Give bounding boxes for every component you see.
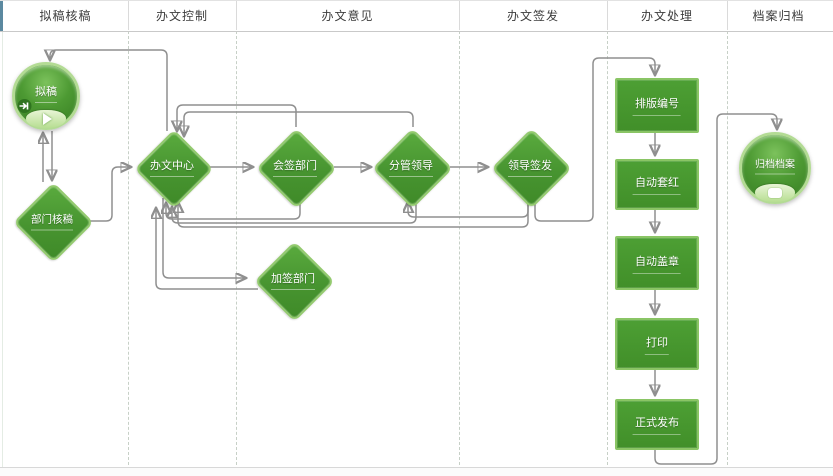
- connector-extrasign-to-center: [156, 209, 258, 290]
- connector-leadercharge-to-center-top: [184, 111, 414, 135]
- stop-icon: [768, 188, 782, 198]
- connector-leadercharge-return-bottom: [172, 200, 417, 224]
- connector-deptreview-to-center: [90, 167, 130, 222]
- node-leader-sign-label: 领导签发: [508, 157, 552, 177]
- lane-separator-5: [727, 31, 728, 465]
- lane-separator-2: [236, 31, 237, 465]
- bottom-strip: [0, 467, 833, 476]
- lane-title-archive: 档案归档: [752, 9, 805, 23]
- connector-countersign-to-center-top: [177, 104, 297, 130]
- enter-icon: [17, 99, 32, 113]
- connector-leadersign-to-center: [178, 200, 529, 228]
- connector-countersign-return-bottom: [166, 200, 301, 220]
- lane-title-doc-issue: 办文签发: [459, 1, 608, 30]
- node-leader-charge-label: 分管领导: [389, 157, 433, 177]
- lane-title-doc-control: 办文控制: [128, 1, 237, 30]
- draft-action-bump[interactable]: [26, 110, 66, 128]
- lane-header: 拟稿核稿 办文控制 办文意见 办文签发 办文处理 档案归档: [0, 1, 833, 32]
- step-print-label: 打印: [646, 334, 668, 355]
- node-step-typeset-number[interactable]: 排版编号: [615, 78, 699, 133]
- node-step-auto-stamp[interactable]: 自动盖章: [615, 236, 699, 290]
- node-archive-label: 归档档案: [755, 156, 795, 175]
- lane-title-doc-opinion: 办文意见: [236, 1, 460, 30]
- step-auto-stamp-label: 自动盖章: [635, 253, 679, 274]
- node-step-official-publish[interactable]: 正式发布: [615, 399, 699, 450]
- archive-action-bump[interactable]: [755, 184, 795, 202]
- lane-separator-1: [128, 31, 129, 465]
- play-icon: [42, 113, 52, 125]
- connector-leadersign-to-leadercharge: [408, 200, 529, 218]
- lane-separator-4: [607, 31, 608, 465]
- node-step-auto-red-header[interactable]: 自动套红: [615, 159, 699, 210]
- node-dept-review-label: 部门核稿: [31, 212, 73, 231]
- node-step-print[interactable]: 打印: [615, 318, 699, 370]
- lane-separator-3: [459, 31, 460, 465]
- node-extra-sign-label: 加签部门: [271, 270, 315, 290]
- step-official-publish-label: 正式发布: [635, 414, 679, 435]
- node-draft[interactable]: [12, 62, 80, 130]
- lane-title-draft-review: 拟稿核稿: [3, 1, 129, 30]
- header-corner-strip: [0, 1, 3, 31]
- node-draft-label: 拟稿: [35, 83, 57, 103]
- connector-leadersign-to-typeset: [534, 57, 655, 222]
- connector-center-to-extrasign: [162, 198, 245, 278]
- connector-center-to-draft: [50, 49, 168, 131]
- lane-title-doc-process: 办文处理: [607, 1, 728, 30]
- left-edge-line: [2, 31, 3, 471]
- node-doc-center-label: 办文中心: [150, 157, 194, 177]
- step-typeset-number-label: 排版编号: [635, 95, 679, 116]
- node-countersign-label: 会签部门: [273, 157, 317, 177]
- step-auto-red-header-label: 自动套红: [635, 174, 679, 195]
- connector-publish-to-archive: [654, 113, 777, 465]
